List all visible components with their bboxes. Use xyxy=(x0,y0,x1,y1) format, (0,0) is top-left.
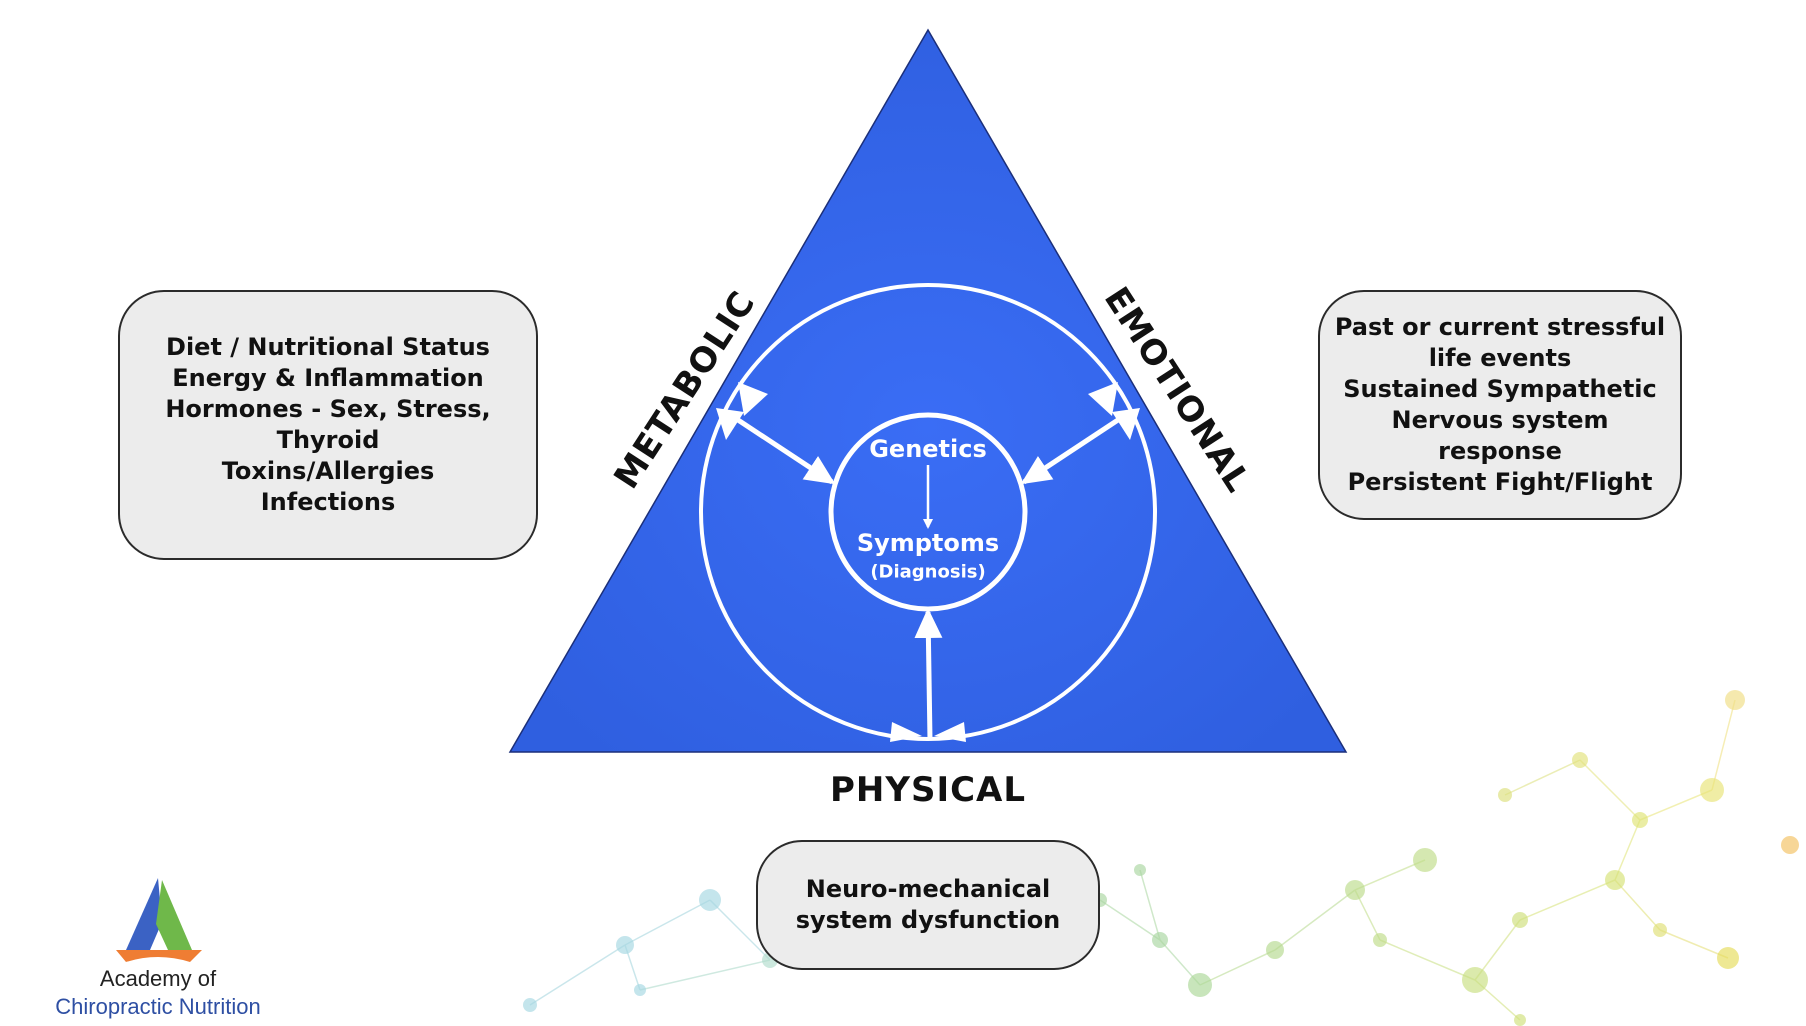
emotional-factor: response xyxy=(1438,437,1562,465)
emotional-factors-box: Past or current stressful life events Su… xyxy=(1318,290,1682,520)
metabolic-factor: Hormones - Sex, Stress, xyxy=(165,395,491,423)
emotional-factor: Persistent Fight/Flight xyxy=(1347,468,1653,496)
logo-text-line1: Academy of xyxy=(99,966,217,991)
arrow-physical-to-center xyxy=(914,608,943,741)
metabolic-factors-box: Diet / Nutritional Status Energy & Infla… xyxy=(118,290,538,560)
metabolic-factor: Energy & Inflammation xyxy=(172,364,484,392)
arrowhead-right-up xyxy=(1112,408,1140,440)
arrowhead-bottom-left xyxy=(890,722,922,742)
academy-logo: Academy of Chiropractic Nutrition xyxy=(30,872,290,1022)
physical-factor: system dysfunction xyxy=(795,906,1061,934)
label-physical: PHYSICAL xyxy=(829,770,1027,810)
emotional-factor: life events xyxy=(1428,344,1572,372)
metabolic-factor: Infections xyxy=(260,488,396,516)
arrowhead-top-right xyxy=(1088,382,1118,416)
arrow-emotional-to-center xyxy=(1020,413,1126,485)
arrow-metabolic-to-center xyxy=(730,413,836,485)
arrowhead-top-left xyxy=(738,382,768,416)
emotional-factor: Nervous system xyxy=(1391,406,1609,434)
symptoms-label: Symptoms xyxy=(856,529,1000,557)
diagnosis-label: (Diagnosis) xyxy=(870,561,986,583)
physical-factors-box: Neuro-mechanical system dysfunction xyxy=(756,840,1100,970)
triangle-shape xyxy=(508,28,1348,753)
logo-text-line2: Chiropractic Nutrition xyxy=(55,994,261,1019)
metabolic-factor: Thyroid xyxy=(276,426,380,454)
emotional-factor: Past or current stressful xyxy=(1334,313,1666,341)
arrowhead-bottom-right xyxy=(934,722,966,742)
arrowhead-left-up xyxy=(716,408,744,440)
emotional-factor: Sustained Sympathetic xyxy=(1343,375,1657,403)
metabolic-factor: Toxins/Allergies xyxy=(221,457,435,485)
genetics-label: Genetics xyxy=(869,435,987,463)
logo-mark-icon xyxy=(116,878,202,962)
physical-factor: Neuro-mechanical xyxy=(805,875,1051,903)
metabolic-factor: Diet / Nutritional Status xyxy=(166,333,490,361)
